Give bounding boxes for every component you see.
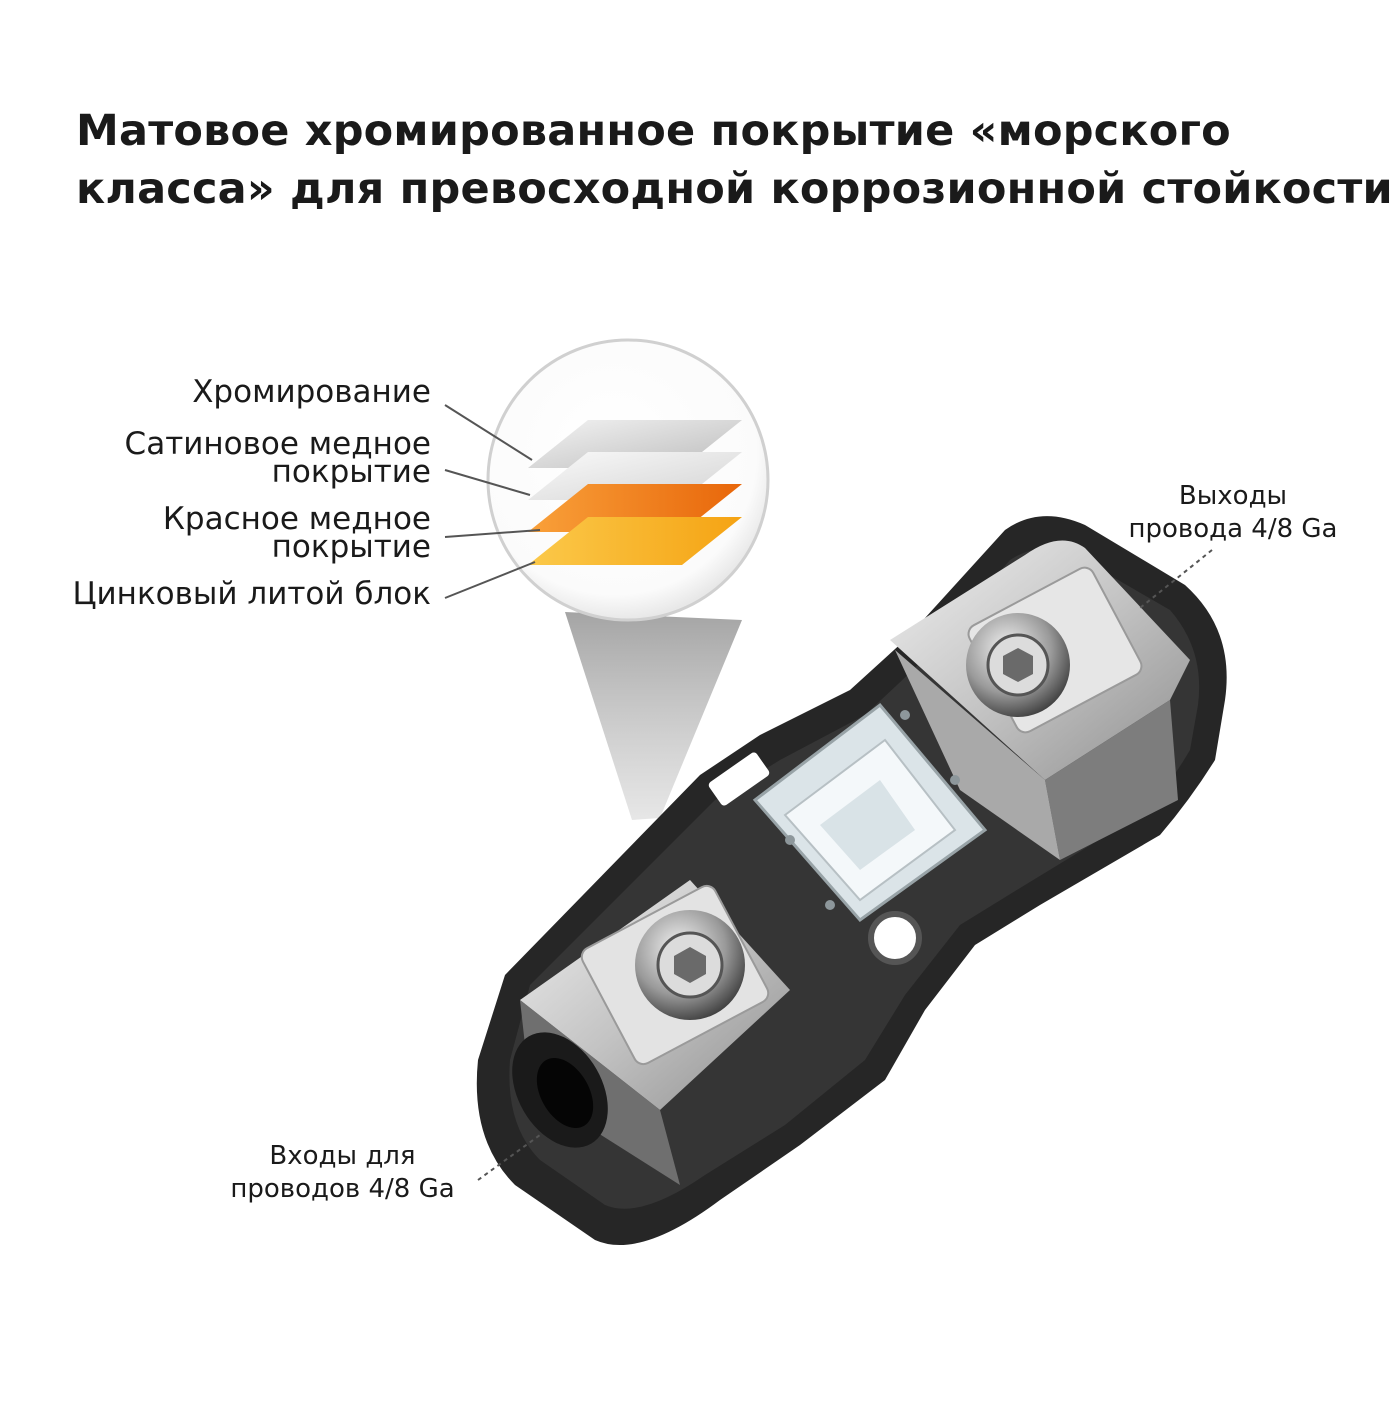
headline-line-2: класса» для превосходной коррозионной ст… xyxy=(76,164,1393,214)
label-inputs: Входы для проводов 4/8 Ga xyxy=(230,1141,455,1204)
headline: Матовое хромированное покрытие «морского… xyxy=(76,102,1393,218)
label-zinc: Цинковый литой блок xyxy=(72,576,431,612)
leader-zinc xyxy=(444,561,536,599)
mount-hole xyxy=(868,911,922,965)
headline-line-1: Матовое хромированное покрытие «морского xyxy=(76,106,1231,156)
leader-satin xyxy=(444,469,531,496)
layer-zinc xyxy=(528,517,742,565)
magnifier-lens xyxy=(486,338,770,622)
output-terminal-block xyxy=(890,540,1190,860)
leader-lines xyxy=(444,404,1213,1181)
label-satin-copper: Сатиновое медное покрытие xyxy=(124,426,431,490)
magnifier-beam xyxy=(565,612,742,820)
label-outputs: Выходы провода 4/8 Ga xyxy=(1128,481,1338,544)
fuse-icon xyxy=(752,702,988,923)
housing-slot-right xyxy=(938,988,998,1040)
label-red-copper: Красное медное покрытие xyxy=(162,501,431,565)
label-chrome: Хромирование xyxy=(192,374,431,410)
leader-chrome xyxy=(444,404,533,461)
housing-slot-left xyxy=(708,752,770,806)
input-terminal-block xyxy=(512,880,790,1185)
layer-stack xyxy=(528,420,742,565)
leader-red xyxy=(444,529,541,538)
